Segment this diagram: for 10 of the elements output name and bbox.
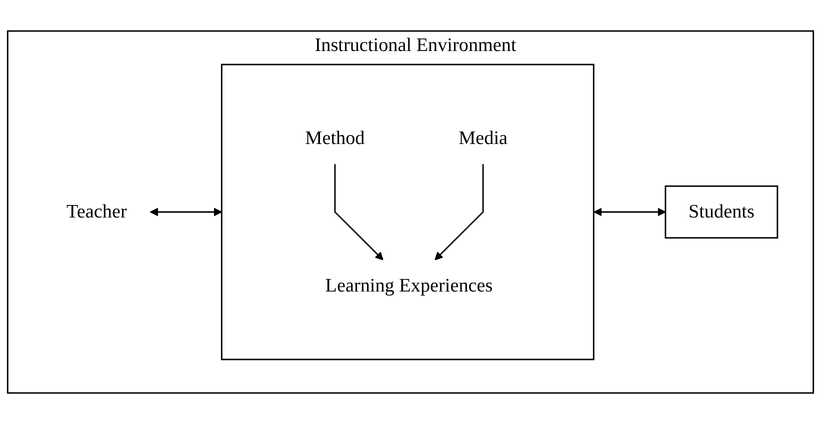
node-text: Teacher: [66, 201, 127, 223]
arrow: [434, 164, 484, 260]
arrow: [150, 208, 222, 216]
cluster: [220, 64, 594, 360]
node-text: Media: [458, 128, 508, 149]
arrow: [594, 208, 666, 216]
node-text: Method: [305, 128, 365, 149]
node-box: Students: [664, 185, 778, 239]
arrow: [334, 164, 384, 260]
node-text: Learning Experiences: [325, 275, 493, 296]
